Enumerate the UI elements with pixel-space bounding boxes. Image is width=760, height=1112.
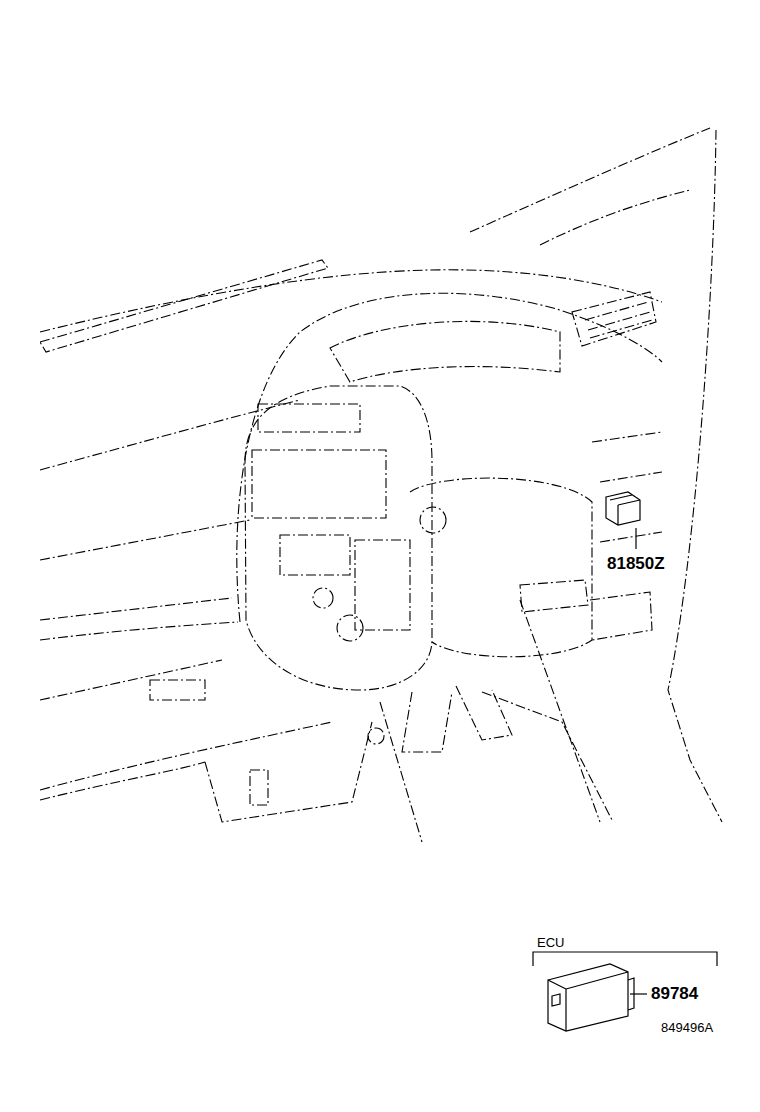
dashboard-outline (40, 128, 722, 842)
ecu-part (533, 952, 717, 1031)
switch-part (606, 492, 640, 549)
drawing-number: 849496A (660, 1021, 714, 1034)
callout-number: 81850Z (606, 555, 666, 572)
group-label: ECU (536, 936, 565, 949)
callout-number: 89784 (650, 985, 699, 1002)
